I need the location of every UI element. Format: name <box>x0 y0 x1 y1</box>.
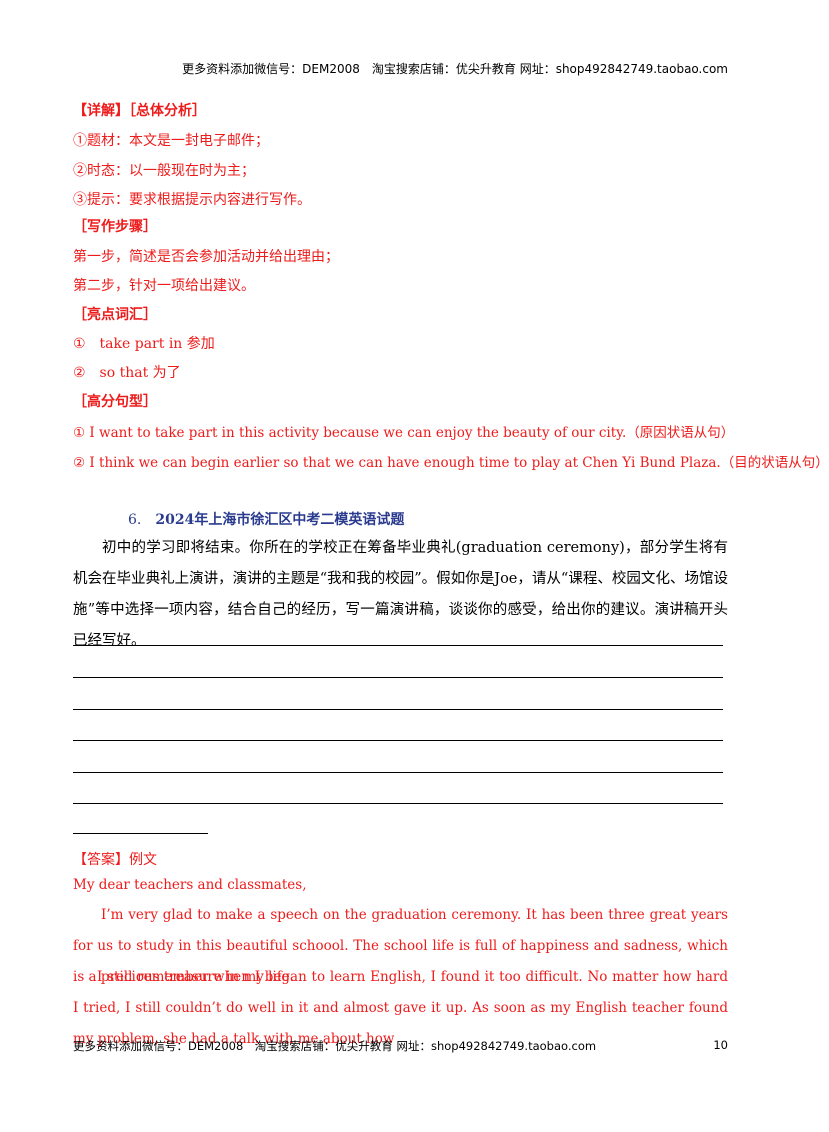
essay-paragraph: I still remember when I began to learn E… <box>73 969 728 1047</box>
vocab-item: ① take part in 参加 <box>73 336 215 352</box>
page-footer: 更多资料添加微信号：DEM2008 淘宝搜索店铺：优尖升教育 网址：shop49… <box>73 1038 728 1054</box>
essay-paragraph: I’m very glad to make a speech on the gr… <box>73 907 728 985</box>
analysis-item: ①题材：本文是一封电子邮件； <box>73 133 269 149</box>
analysis-heading: 【详解】［总体分析］ <box>73 103 206 119</box>
steps-item: 第二步，针对一项给出建议。 <box>73 278 255 294</box>
question-number: 6. <box>128 512 142 528</box>
answer-line <box>73 772 723 773</box>
footer-text: 更多资料添加微信号：DEM2008 淘宝搜索店铺：优尖升教育 网址：shop49… <box>73 1039 597 1053</box>
question-prompt: 初中的学习即将结束。你所在的学校正在筹备毕业典礼(graduation cere… <box>73 540 728 649</box>
answer-line <box>73 803 723 804</box>
steps-heading: ［写作步骤］ <box>73 219 157 235</box>
answer-line <box>73 645 723 646</box>
answer-line <box>73 709 723 710</box>
analysis-item: ③提示：要求根据提示内容进行写作。 <box>73 192 311 208</box>
vocab-heading: ［亮点词汇］ <box>73 307 157 323</box>
page-number: 10 <box>713 1038 728 1052</box>
answer-tag: 【答案】例文 <box>73 852 157 868</box>
sentence-item: ① I want to take part in this activity b… <box>73 425 735 441</box>
answer-line <box>73 740 723 741</box>
sentence-item: ② I think we can begin earlier so that w… <box>73 455 829 471</box>
sentences-heading: ［高分句型］ <box>73 394 157 410</box>
analysis-item: ②时态：以一般现在时为主； <box>73 163 255 179</box>
question-title-text: 2024年上海市徐汇区中考二模英语试题 <box>155 512 405 528</box>
question-title: 6. 2024年上海市徐汇区中考二模英语试题 <box>128 509 404 529</box>
page-header: 更多资料添加微信号：DEM2008 淘宝搜索店铺：优尖升教育 网址：shop49… <box>182 62 728 76</box>
answer-line <box>73 677 723 678</box>
vocab-item: ② so that 为了 <box>73 365 181 381</box>
essay-greeting: My dear teachers and classmates, <box>73 877 307 893</box>
steps-item: 第一步，简述是否会参加活动并给出理由； <box>73 249 339 265</box>
answer-line-short <box>73 833 208 834</box>
